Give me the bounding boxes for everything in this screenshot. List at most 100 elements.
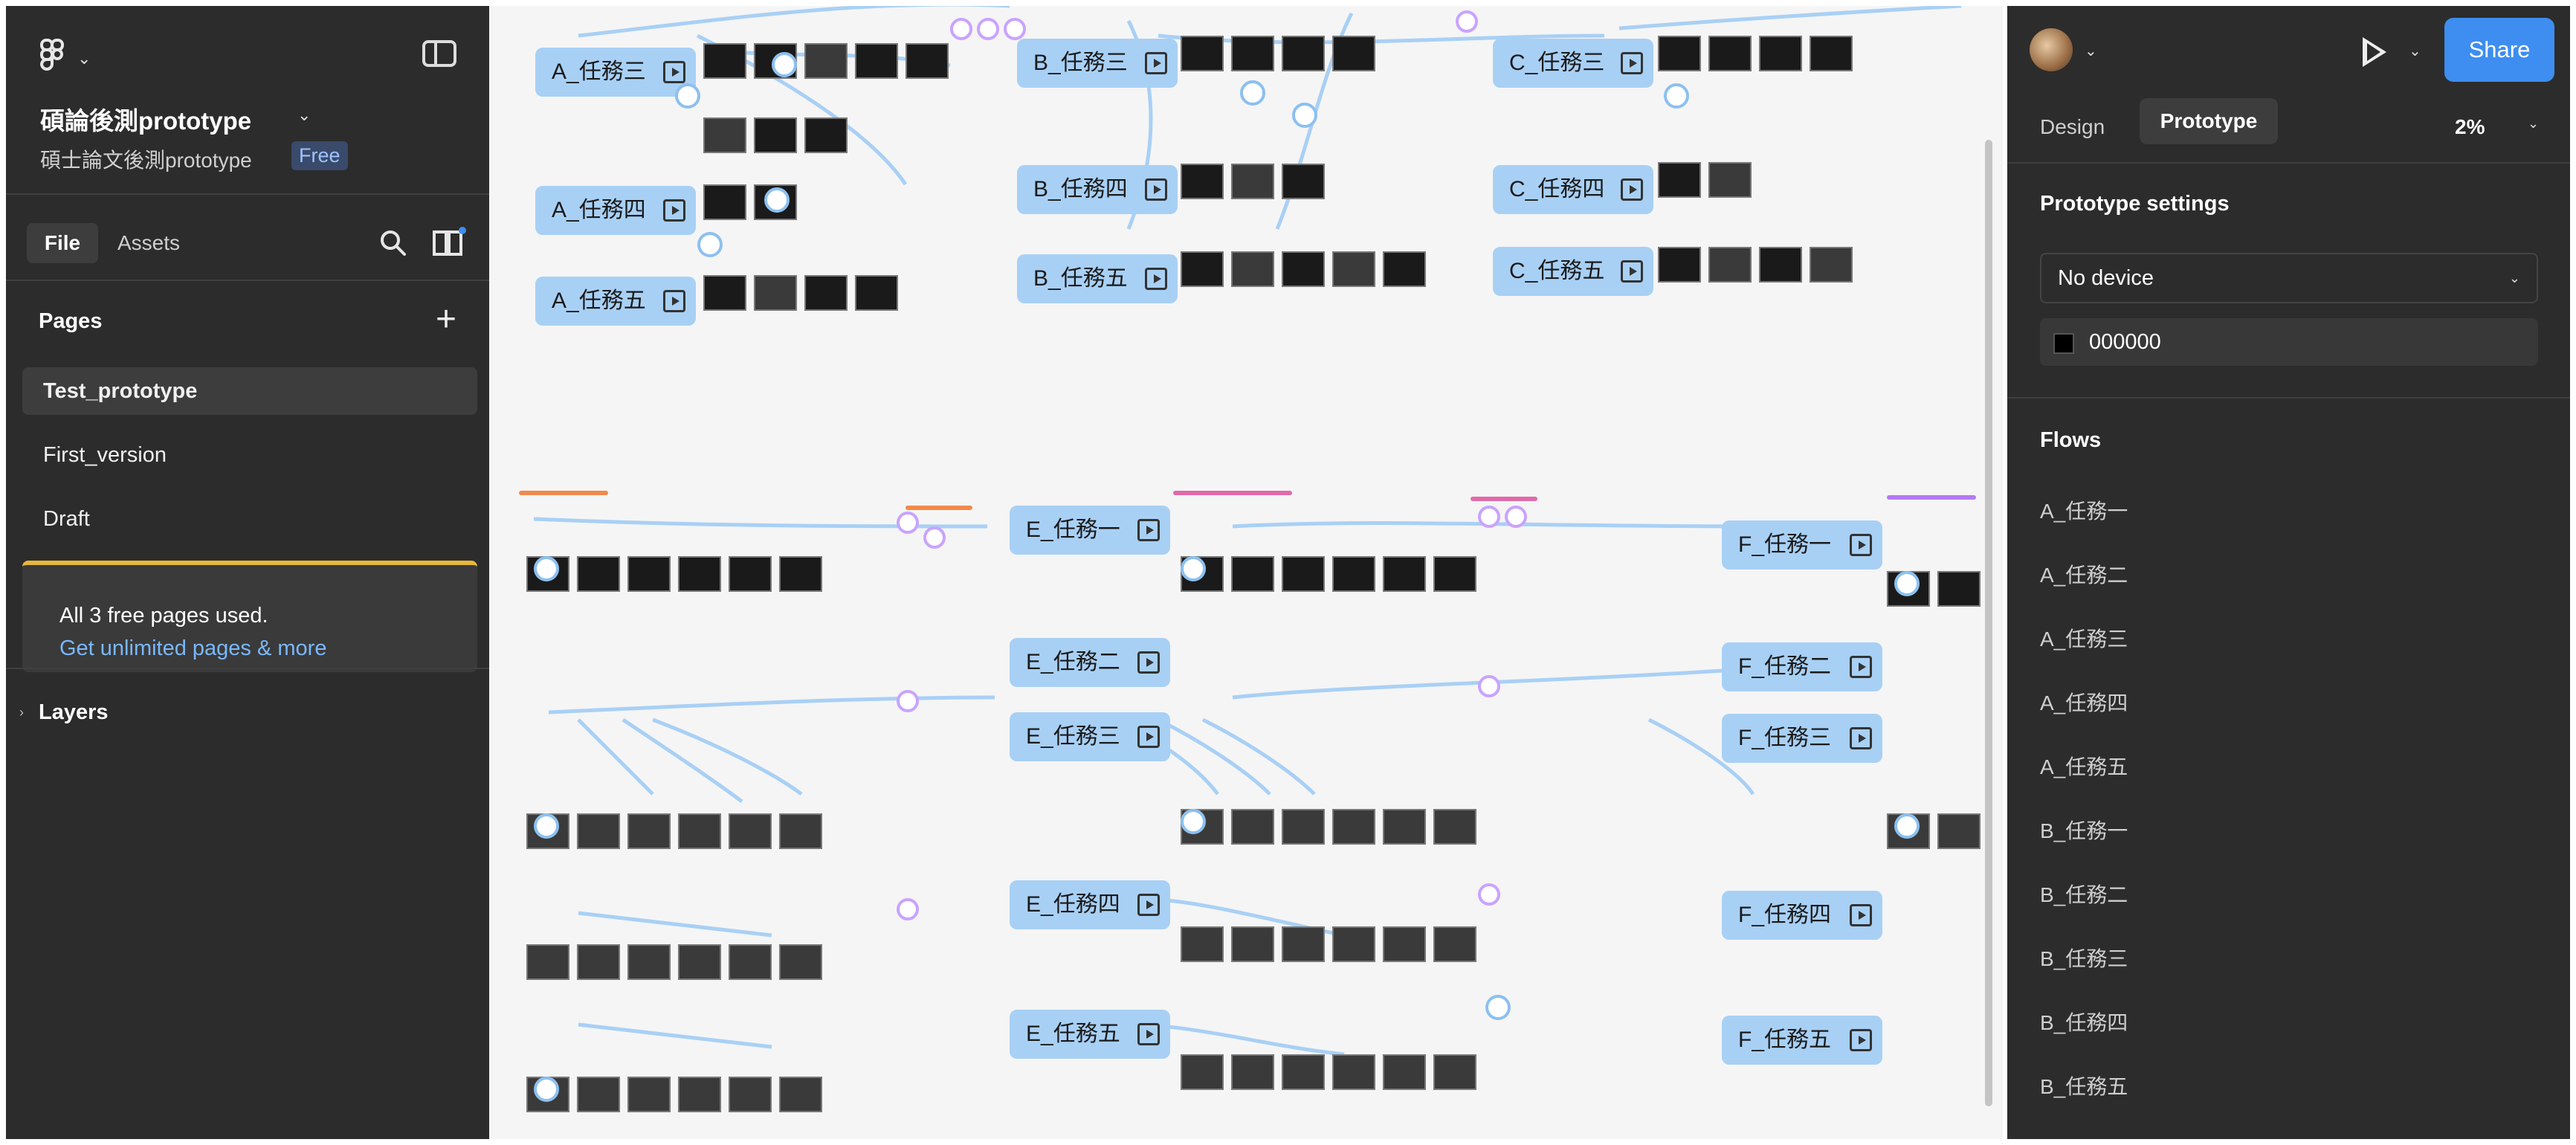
connection-node[interactable] <box>1894 813 1920 839</box>
upgrade-link[interactable]: Get unlimited pages & more <box>59 636 327 660</box>
frame-label[interactable]: F_任務二 <box>1722 642 1882 691</box>
flow-start-node[interactable] <box>897 690 919 712</box>
connection-node[interactable] <box>534 1077 559 1102</box>
layers-heading[interactable]: Layers <box>39 700 109 724</box>
flow-start-node[interactable] <box>897 898 919 920</box>
frame-label[interactable]: A_任務五 <box>535 277 696 326</box>
connection-node[interactable] <box>1664 83 1689 109</box>
flow-item[interactable]: A_任務二 <box>2040 564 2128 587</box>
play-icon[interactable] <box>1145 178 1167 201</box>
layers-expand-icon[interactable]: › <box>19 705 24 720</box>
frame-label[interactable]: C_任務三 <box>1493 39 1653 88</box>
device-select[interactable]: No device ⌄ <box>2040 253 2538 303</box>
search-icon[interactable] <box>378 228 407 257</box>
connection-node[interactable] <box>1181 809 1206 834</box>
tab-design[interactable]: Design <box>2040 115 2105 138</box>
frame-label[interactable]: B_任務三 <box>1017 39 1178 88</box>
flow-start-node[interactable] <box>950 18 972 40</box>
tab-file[interactable]: File <box>27 223 98 263</box>
connection-node[interactable] <box>764 187 790 213</box>
flow-start-node[interactable] <box>1478 883 1500 906</box>
background-color-value[interactable]: 000000 <box>2089 330 2161 354</box>
main-menu-chevron-icon[interactable]: ⌄ <box>77 49 91 68</box>
background-color-field[interactable]: 000000 <box>2040 318 2538 366</box>
play-icon[interactable] <box>1621 260 1643 283</box>
frame-label[interactable]: E_任務二 <box>1010 638 1170 687</box>
connection-node[interactable] <box>534 813 559 839</box>
avatar-chevron-icon[interactable]: ⌄ <box>2085 43 2097 59</box>
frame-label[interactable]: B_任務五 <box>1017 254 1178 303</box>
play-icon[interactable] <box>1621 178 1643 201</box>
connection-node[interactable] <box>675 83 700 109</box>
color-swatch[interactable] <box>2053 333 2074 354</box>
connection-node[interactable] <box>1181 556 1206 581</box>
play-icon[interactable] <box>1137 1023 1160 1045</box>
page-item[interactable]: Draft <box>43 507 90 531</box>
zoom-chevron-icon[interactable]: ⌄ <box>2528 116 2540 131</box>
toggle-sidebar-icon[interactable] <box>422 40 456 67</box>
flow-item[interactable]: B_任務一 <box>2040 819 2128 842</box>
play-icon[interactable] <box>663 290 685 312</box>
flow-start-node[interactable] <box>1456 10 1478 33</box>
flow-start-node[interactable] <box>923 526 946 549</box>
play-icon[interactable] <box>1850 656 1872 678</box>
tab-assets[interactable]: Assets <box>117 231 181 254</box>
frame-label[interactable]: F_任務一 <box>1722 520 1882 570</box>
connection-node[interactable] <box>1894 571 1920 596</box>
play-icon[interactable] <box>1850 904 1872 926</box>
frame-label[interactable]: A_任務四 <box>535 186 696 235</box>
avatar[interactable] <box>2030 28 2073 71</box>
flow-item[interactable]: A_任務四 <box>2040 691 2128 715</box>
play-icon[interactable] <box>1137 519 1160 541</box>
play-icon[interactable] <box>1850 1029 1872 1051</box>
connection-node[interactable] <box>1240 80 1265 106</box>
frame-label[interactable]: E_任務四 <box>1010 880 1170 929</box>
play-icon[interactable] <box>1137 894 1160 916</box>
zoom-level[interactable]: 2% <box>2455 115 2485 138</box>
play-icon[interactable] <box>663 61 685 83</box>
frame-label[interactable]: F_任務四 <box>1722 891 1882 940</box>
play-icon[interactable] <box>1137 726 1160 748</box>
frame-label[interactable]: E_任務三 <box>1010 712 1170 761</box>
canvas[interactable]: A_任務三 A_任務四 A_任務五 B_任務三 B_任務四 B_任務五 C_任務… <box>489 6 2003 1139</box>
frame-label[interactable]: B_任務四 <box>1017 165 1178 214</box>
canvas-scrollbar[interactable] <box>1985 140 1992 1106</box>
library-icon[interactable] <box>431 226 467 259</box>
flow-start-node[interactable] <box>1478 675 1500 697</box>
frame-label[interactable]: E_任務五 <box>1010 1010 1170 1059</box>
connection-node[interactable] <box>697 232 723 257</box>
file-menu-chevron-icon[interactable]: ⌄ <box>297 106 311 124</box>
play-icon[interactable] <box>1145 268 1167 290</box>
flow-start-node[interactable] <box>1004 18 1026 40</box>
connection-node[interactable] <box>772 52 797 77</box>
play-icon[interactable] <box>1850 727 1872 749</box>
play-icon[interactable] <box>663 199 685 222</box>
add-page-button[interactable]: + <box>436 300 457 339</box>
play-icon[interactable] <box>1145 52 1167 74</box>
frame-label[interactable]: C_任務五 <box>1493 247 1653 296</box>
tab-prototype[interactable]: Prototype <box>2140 98 2278 144</box>
flow-item[interactable]: B_任務五 <box>2040 1075 2128 1098</box>
flow-start-node[interactable] <box>897 512 919 534</box>
frame-label[interactable]: A_任務三 <box>535 48 696 97</box>
flow-item[interactable]: B_任務三 <box>2040 947 2128 970</box>
project-name[interactable]: 碩士論文後測prototype <box>40 149 252 172</box>
flow-item[interactable]: B_任務四 <box>2040 1011 2128 1034</box>
frame-label[interactable]: C_任務四 <box>1493 165 1653 214</box>
frame-label[interactable]: F_任務五 <box>1722 1016 1882 1065</box>
frame-label[interactable]: E_任務一 <box>1010 506 1170 555</box>
connection-node[interactable] <box>1485 995 1511 1020</box>
play-icon[interactable] <box>1850 534 1872 556</box>
play-icon[interactable] <box>1621 52 1643 74</box>
flow-item[interactable]: B_任務二 <box>2040 883 2128 906</box>
file-title[interactable]: 碩論後測prototype <box>40 107 252 135</box>
frame-label[interactable]: F_任務三 <box>1722 714 1882 763</box>
flow-item[interactable]: A_任務三 <box>2040 628 2128 651</box>
play-icon[interactable] <box>1137 651 1160 674</box>
connection-node[interactable] <box>534 556 559 581</box>
share-button[interactable]: Share <box>2444 18 2554 82</box>
present-chevron-icon[interactable]: ⌄ <box>2409 43 2421 59</box>
flow-start-node[interactable] <box>1478 506 1500 528</box>
flow-start-node[interactable] <box>1505 506 1527 528</box>
flow-start-node[interactable] <box>977 18 999 40</box>
